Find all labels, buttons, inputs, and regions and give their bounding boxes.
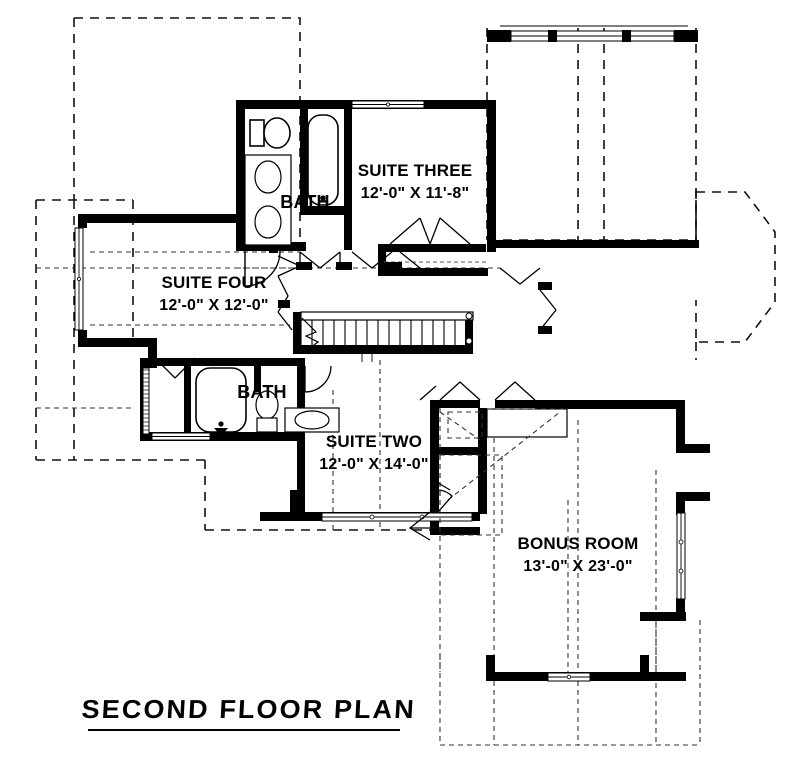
plan-title-underline	[88, 729, 400, 731]
door-suite-four	[277, 275, 293, 331]
vanity-upper	[244, 154, 292, 246]
page-title: SECOND FLOOR PLAN	[80, 694, 417, 724]
window-bonus-right	[676, 512, 686, 600]
room-label-suite-two-dims: 12'-0" X 14'-0"	[319, 456, 428, 473]
windows	[74, 25, 698, 682]
door-suite-two-right	[429, 477, 453, 513]
toilet-upper	[249, 117, 291, 149]
door-bath-upper	[244, 250, 281, 287]
doors	[154, 217, 568, 541]
room-labels: SUITE THREE 12'-0" X 11'-8" SUITE FOUR 1…	[159, 161, 638, 575]
toilet-lower	[255, 390, 279, 433]
vanity-lower	[284, 407, 340, 433]
window-bath-lower-bottom	[151, 432, 211, 441]
room-label-bath-lower: BATH	[237, 382, 286, 402]
room-label-bonus-room-dims: 13'-0" X 23'-0"	[523, 558, 632, 575]
door-hall-right	[499, 267, 557, 334]
room-label-bath-upper: BATH	[280, 192, 329, 212]
window-bath-lower-left	[142, 367, 150, 435]
window-suite-three-top	[351, 100, 425, 109]
room-label-bonus-room-name: BONUS ROOM	[518, 534, 639, 553]
door-hall-group	[277, 251, 421, 277]
room-label-suite-two-name: SUITE TWO	[326, 432, 422, 451]
room-label-suite-three-name: SUITE THREE	[358, 161, 473, 180]
bathtub-lower	[195, 367, 247, 436]
bath-upper-fixtures	[244, 109, 344, 246]
door-bath-lower	[154, 357, 332, 393]
staircase	[300, 311, 474, 362]
bonus-closet-detail	[439, 408, 568, 536]
window-suite-four-left	[74, 227, 84, 331]
room-label-suite-four-dims: 12'-0" X 12'-0"	[159, 297, 268, 314]
window-bonus-bottom	[547, 672, 591, 682]
bathtub-upper	[300, 109, 344, 215]
door-bonus-lower-left	[408, 511, 431, 541]
window-top-triple	[487, 25, 698, 42]
window-suite-two-bottom	[321, 512, 473, 522]
room-label-suite-three-dims: 12'-0" X 11'-8"	[361, 185, 470, 202]
bath-lower-fixtures	[195, 367, 340, 436]
room-label-suite-four-name: SUITE FOUR	[162, 273, 267, 292]
door-bonus-hall-left	[419, 381, 536, 401]
